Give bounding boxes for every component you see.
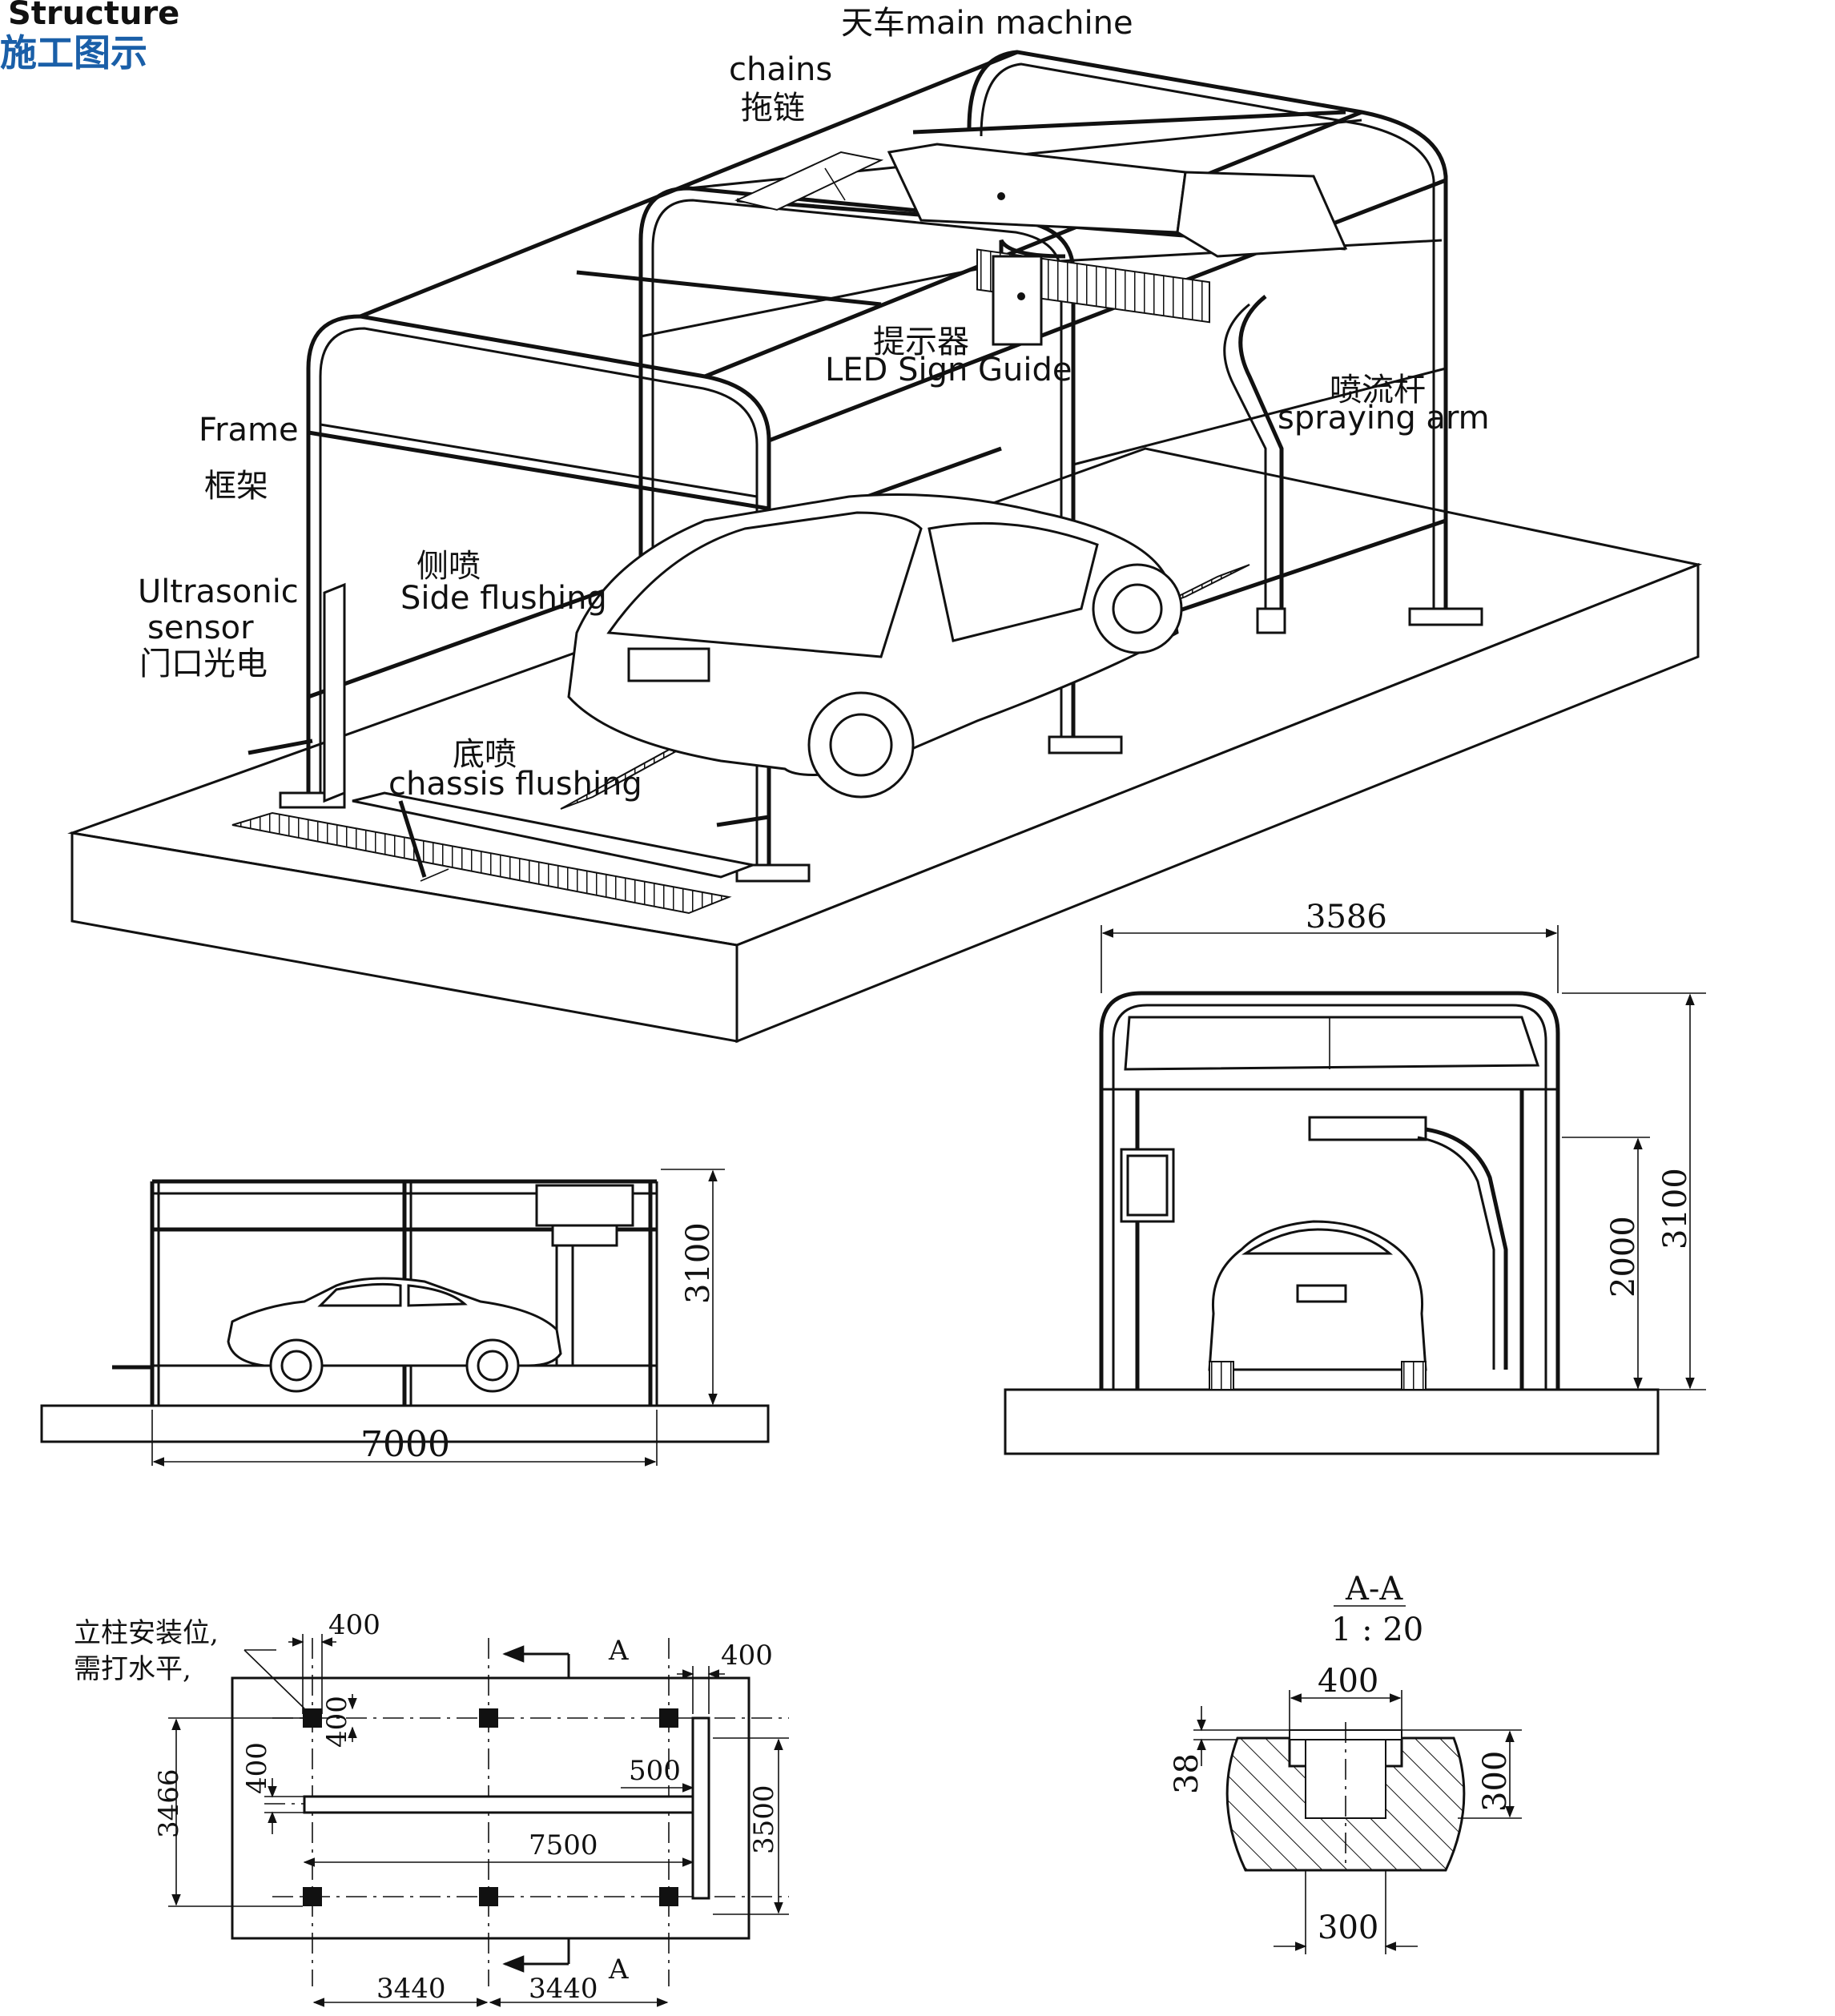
label-ultra-en2: sensor [147, 610, 254, 646]
label-chains-en: chains [729, 51, 832, 88]
isometric-view: 天车main machine chains 拖链 提示器 LED Sign Gu… [67, 5, 1703, 1044]
plan-dim-7500: 7500 [529, 1829, 598, 1861]
main-machine [734, 143, 1348, 324]
section-dim-300-side: 300 [1477, 1751, 1514, 1812]
plan-dim-400-left: 400 [241, 1742, 273, 1794]
front-view-height-dim: 3100 [1657, 1168, 1694, 1249]
section-view: A-A 1 : 20 400 38 300 300 [1169, 1571, 1522, 1954]
plan-dim-3500: 3500 [748, 1785, 780, 1854]
plan-section-mark-bottom: A [608, 1954, 629, 1986]
car-iso [567, 493, 1183, 799]
label-led-zh: 提示器 [873, 324, 969, 360]
label-frame-zh: 框架 [204, 468, 268, 505]
plan-dim-500: 500 [629, 1755, 681, 1787]
plan-note-line1: 立柱安装位, [74, 1617, 219, 1649]
plan-view: 立柱安装位, 需打水平, A A 400 400 400 400 500 [74, 1609, 789, 2007]
front-view: 3586 3100 2000 [1004, 899, 1706, 1455]
plan-dim-400-right: 400 [721, 1640, 773, 1672]
label-chassis-zh: 底喷 [453, 736, 517, 773]
label-main-machine: 天车main machine [841, 5, 1133, 42]
front-view-ground [1004, 1388, 1660, 1455]
post-marker [479, 1887, 498, 1906]
label-led-en: LED Sign Guide [825, 352, 1072, 388]
front-view-width-dim: 3586 [1306, 899, 1387, 936]
front-view-arm-height-dim: 2000 [1605, 1216, 1642, 1298]
plan-dim-400-post: 400 [321, 1696, 353, 1748]
label-side-zh: 侧喷 [416, 548, 481, 585]
post-marker [303, 1708, 322, 1728]
label-frame-en: Frame [199, 412, 299, 449]
header: Structure 施工图示 [0, 0, 179, 74]
plan-note-line2: 需打水平, [74, 1653, 191, 1685]
title-en: Structure [8, 0, 179, 32]
led-sign [992, 255, 1043, 346]
ultrasonic-sensor [247, 582, 770, 827]
label-ultra-zh: 门口光电 [139, 646, 268, 682]
section-dim-400: 400 [1318, 1663, 1378, 1700]
label-spray-en: spraying arm [1278, 400, 1490, 437]
side-view: 3100 7000 [40, 1169, 770, 1467]
plan-section-mark-top: A [608, 1635, 629, 1667]
post-marker [303, 1887, 322, 1906]
title-zh: 施工图示 [0, 31, 147, 74]
section-dim-38: 38 [1169, 1753, 1205, 1794]
side-view-height-dim: 3100 [680, 1222, 717, 1304]
plan-dim-3466: 3466 [153, 1769, 185, 1838]
label-chains-zh: 拖链 [741, 90, 805, 127]
post-marker [659, 1708, 678, 1728]
label-side-en: Side flushing [400, 580, 607, 617]
post-marker [659, 1887, 678, 1906]
section-scale: 1 : 20 [1331, 1612, 1423, 1648]
side-view-length-dim: 7000 [360, 1424, 450, 1465]
plan-dim-3440-a: 3440 [376, 1973, 446, 2005]
label-chassis-en: chassis flushing [388, 766, 642, 803]
section-dim-300-bottom: 300 [1318, 1909, 1378, 1946]
chassis-flushing-bar [352, 791, 758, 879]
section-title: A-A [1345, 1571, 1403, 1608]
label-ultra-en1: Ultrasonic [138, 573, 299, 610]
post-marker [479, 1708, 498, 1728]
plan-dim-3440-b: 3440 [529, 1973, 598, 2005]
plan-dim-400-top: 400 [328, 1609, 380, 1641]
pointer-lines [420, 167, 846, 882]
spraying-arm [1223, 295, 1286, 634]
label-spray-zh: 喷流杆 [1330, 372, 1426, 408]
